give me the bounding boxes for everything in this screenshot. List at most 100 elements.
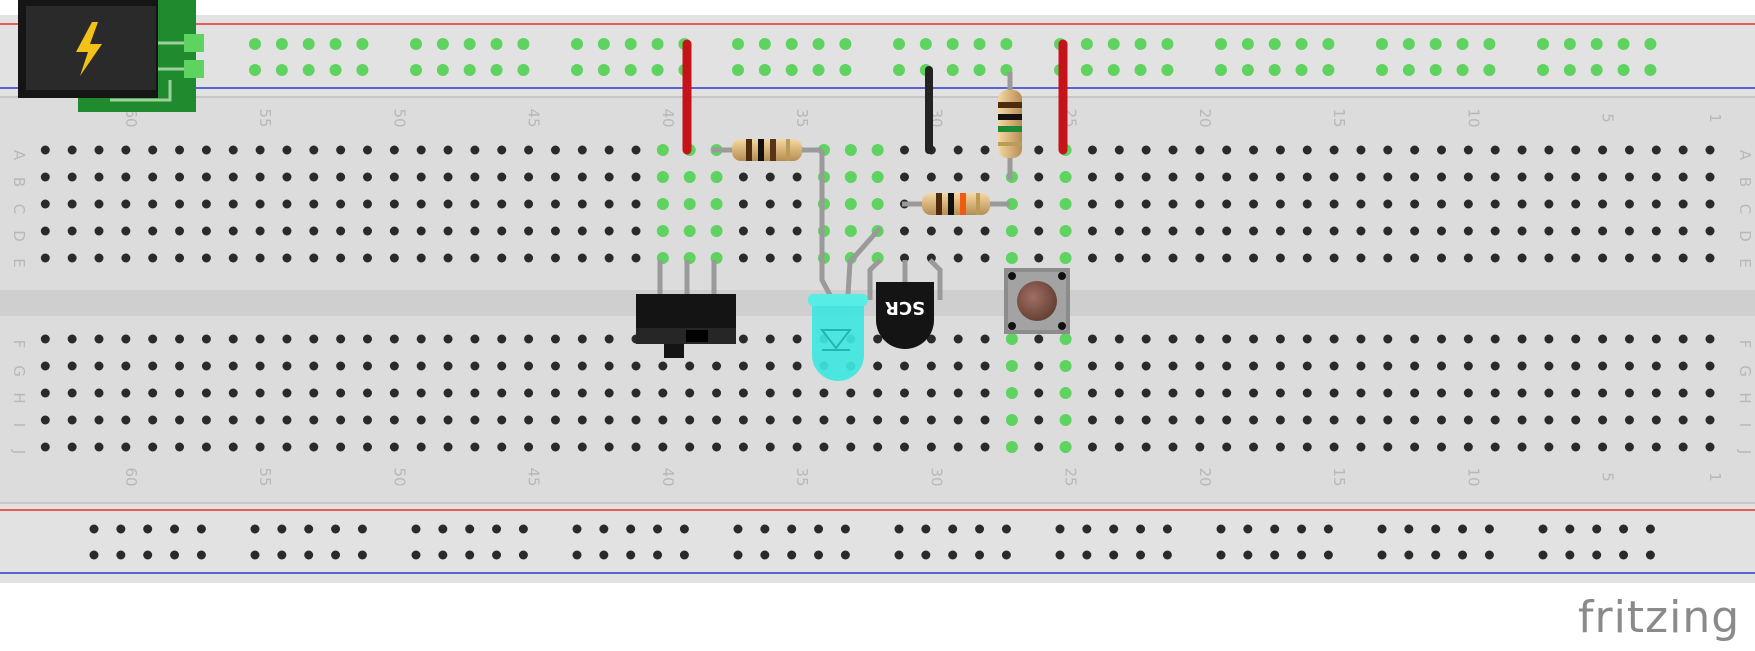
rail-bottom-minus-577-4 [679, 550, 689, 560]
hole-bottom-13-4 [1383, 442, 1393, 452]
hole-bottom-1-2 [1705, 388, 1715, 398]
rail-top-plus-577-0 [571, 38, 583, 50]
column-number-bottom-15: 15 [1330, 467, 1348, 486]
hole-bottom-41-3 [631, 415, 641, 425]
hole-bottom-40-4 [658, 442, 668, 452]
rail-top-minus-1382-4 [1483, 64, 1496, 76]
hole-bottom-10-3 [1463, 415, 1473, 425]
hole-bottom-35-3 [792, 415, 802, 425]
hole-bottom-55-2 [255, 388, 265, 398]
column-number-bottom-50: 50 [390, 467, 408, 486]
hole-bottom-26-2 [1034, 388, 1044, 398]
rail-bottom-plus-94-3 [170, 524, 180, 534]
hole-top-2-1 [1678, 172, 1688, 182]
rail-bottom-minus-738-1 [760, 550, 770, 560]
hole-bottom-6-0 [1571, 334, 1581, 344]
hole-top-51-1 [363, 172, 372, 182]
hole-bottom-28-2 [980, 388, 990, 398]
rail-bottom-minus-1543-1 [1565, 550, 1575, 560]
hole-bottom-62-0 [67, 334, 77, 344]
hole-bottom-57-3 [201, 415, 211, 425]
rail-bottom-plus-899-4 [1001, 524, 1011, 534]
top-power-rail [0, 15, 1755, 97]
hole-bottom-50-4 [389, 442, 399, 452]
hole-top-42-3 [604, 226, 614, 236]
hole-bottom-21-1 [1168, 361, 1178, 371]
hole-bottom-45-3 [524, 415, 534, 425]
hole-bottom-11-0 [1437, 334, 1446, 344]
rail-top-plus-1382-0 [1376, 38, 1388, 50]
hole-top-55-1 [255, 172, 265, 182]
rail-top-plus-255-1 [275, 38, 288, 50]
rail-top-minus-738-3 [812, 64, 825, 76]
hole-top-33-2 [844, 198, 857, 210]
rail-bottom-minus-416-3 [492, 550, 502, 560]
hole-top-50-4 [389, 253, 399, 263]
hole-bottom-15-2 [1329, 388, 1339, 398]
hole-bottom-60-4 [121, 442, 131, 452]
hole-bottom-31-3 [900, 415, 909, 425]
hole-bottom-14-2 [1356, 388, 1366, 398]
hole-top-9-1 [1490, 172, 1500, 182]
hole-top-61-0 [94, 145, 104, 155]
hole-top-6-4 [1571, 253, 1581, 263]
hole-bottom-17-1 [1275, 361, 1285, 371]
hole-top-54-0 [282, 145, 292, 155]
hole-top-43-0 [577, 145, 587, 155]
rail-bottom-plus-738-1 [760, 524, 770, 534]
row-letter-left-J: J [10, 449, 28, 454]
hole-top-61-3 [94, 226, 104, 236]
hole-bottom-16-3 [1302, 415, 1312, 425]
hole-top-41-1 [631, 172, 641, 182]
hole-bottom-40-2 [658, 388, 668, 398]
hole-bottom-26-3 [1034, 415, 1044, 425]
rail-bottom-plus-94-1 [116, 524, 126, 534]
rail-top-minus-1382-0 [1376, 64, 1388, 76]
hole-bottom-19-3 [1222, 415, 1232, 425]
hole-top-57-3 [201, 226, 211, 236]
hole-bottom-39-3 [685, 415, 695, 425]
hole-bottom-43-4 [577, 442, 587, 452]
rail-bottom-minus-1060-0 [1055, 550, 1065, 560]
hole-bottom-43-2 [577, 388, 587, 398]
hole-bottom-3-3 [1651, 415, 1661, 425]
hole-top-32-2 [871, 198, 884, 210]
hole-top-15-0 [1329, 145, 1339, 155]
rail-bottom-minus-255-2 [304, 550, 314, 560]
hole-bottom-56-2 [228, 388, 238, 398]
hole-bottom-48-3 [443, 415, 453, 425]
rail-bottom-plus-94-4 [196, 524, 206, 534]
row-letter-left-C: C [10, 204, 28, 214]
pushbutton[interactable] [1004, 268, 1070, 334]
rail-top-minus-738-4 [839, 64, 852, 76]
hole-top-25-4 [1059, 252, 1072, 264]
rail-bottom-plus-899-3 [975, 524, 985, 534]
hole-bottom-26-4 [1034, 442, 1044, 452]
pushbutton-cap[interactable] [1017, 281, 1057, 321]
hole-top-48-0 [443, 145, 453, 155]
hole-bottom-48-4 [443, 442, 453, 452]
rail-bottom-minus-94-2 [143, 550, 153, 560]
hole-top-51-2 [363, 199, 372, 209]
hole-bottom-8-0 [1517, 334, 1527, 344]
rail-bottom-plus-1221-4 [1323, 524, 1333, 534]
hole-bottom-54-1 [282, 361, 292, 371]
hole-top-13-3 [1383, 226, 1393, 236]
hole-top-57-0 [201, 145, 211, 155]
hole-top-3-2 [1651, 199, 1661, 209]
hole-bottom-14-1 [1356, 361, 1366, 371]
hole-bottom-8-3 [1517, 415, 1527, 425]
resistor-2 [902, 193, 1010, 215]
rail-bottom-minus-94-3 [170, 550, 180, 560]
column-number-top-20: 20 [1196, 108, 1214, 127]
hole-top-45-4 [524, 253, 534, 263]
hole-top-8-2 [1517, 199, 1527, 209]
rail-top-plus-416-4 [517, 38, 530, 50]
hole-top-50-2 [389, 199, 399, 209]
hole-bottom-10-1 [1463, 361, 1473, 371]
rail-top-plus-577-3 [651, 38, 664, 50]
hole-bottom-47-4 [470, 442, 480, 452]
hole-bottom-55-0 [255, 334, 265, 344]
hole-top-35-4 [792, 253, 802, 263]
hole-top-52-0 [336, 145, 346, 155]
